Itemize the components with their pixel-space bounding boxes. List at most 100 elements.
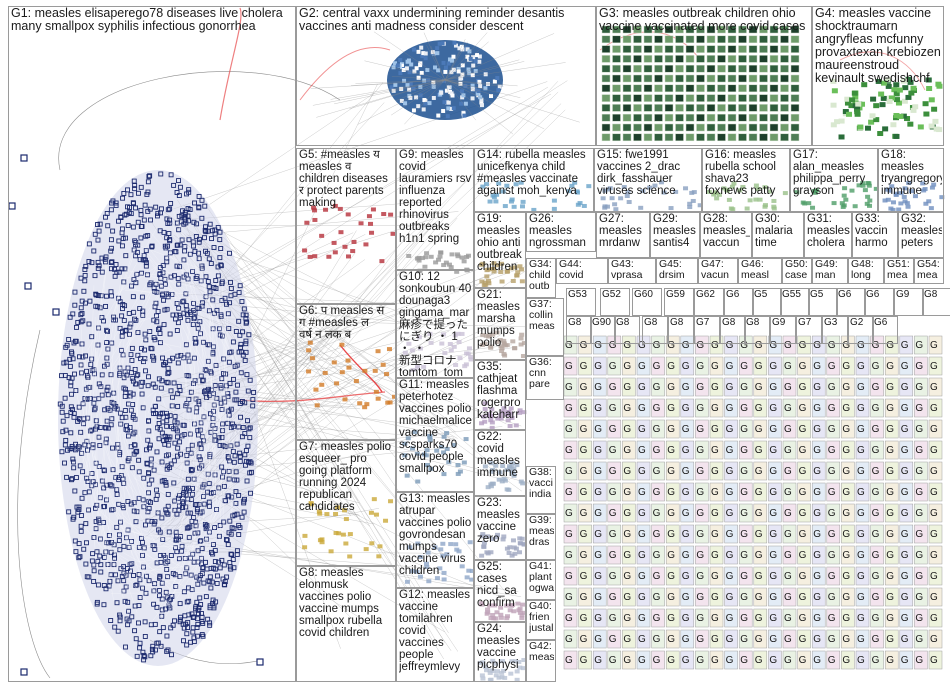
graph-node: [219, 406, 225, 412]
graph-node: [138, 184, 144, 190]
group-pane-g30: G30: malaria time: [752, 212, 804, 258]
micro-group-label: G: [842, 445, 850, 456]
micro-group-label: G: [653, 634, 661, 645]
micro-group-label: G: [872, 613, 880, 624]
group-pane-g33: G33: vaccin harmo: [852, 212, 898, 258]
micro-group-label: G: [842, 361, 850, 372]
micro-group-label: G: [799, 466, 807, 477]
micro-group-label: G: [696, 508, 704, 519]
group-label: G27: measles mrdanw: [599, 213, 642, 249]
group-pane-g44: G44: covid: [556, 258, 608, 284]
graph-node: [98, 384, 104, 390]
micro-group-label: G: [915, 340, 923, 351]
group-pane-g38: G38: vacci india: [526, 466, 556, 514]
graph-node: [78, 275, 84, 281]
micro-group-label: G: [813, 550, 821, 561]
micro-group-label: G: [594, 613, 602, 624]
micro-group-label: G: [930, 382, 938, 393]
micro-group-label: G: [594, 466, 602, 477]
graph-node: [203, 274, 209, 280]
highlight-edge: [299, 46, 391, 101]
micro-group-label: G: [828, 424, 836, 435]
micro-group-label: G: [784, 445, 792, 456]
group-pane-g42: G42: meas: [526, 640, 556, 682]
micro-group-label: G: [682, 634, 690, 645]
micro-group-label: G: [711, 403, 719, 414]
micro-group-label: G: [784, 529, 792, 540]
micro-group-label: G: [857, 382, 865, 393]
micro-group-label: G: [580, 571, 588, 582]
group-label: G50: case: [785, 259, 808, 281]
micro-group-label: G: [799, 571, 807, 582]
graph-node: [185, 525, 191, 531]
micro-group-label: G: [667, 361, 675, 372]
micro-group-label: G: [813, 403, 821, 414]
graph-node: [220, 421, 226, 427]
micro-group-label: G: [594, 571, 602, 582]
graph-node: [67, 363, 73, 369]
micro-group-label: G: [813, 613, 821, 624]
graph-node: [64, 413, 70, 419]
group-pane-g23: G23: measles vaccine zero: [474, 496, 526, 560]
micro-group-label: G: [799, 361, 807, 372]
micro-group-label: G: [667, 382, 675, 393]
graph-node: [101, 602, 107, 608]
micro-group-label: G: [594, 634, 602, 645]
group-pane-g12: G12: measles vaccine tomilahren covid va…: [396, 588, 474, 682]
graph-node: [217, 565, 223, 571]
graph-node: [164, 216, 170, 222]
micro-group-label: G: [872, 529, 880, 540]
graph-node: [146, 470, 152, 475]
group-label: G14: rubella measles unicefkenya child #…: [477, 149, 586, 197]
group-pane-g45: G45: drsim: [656, 258, 698, 284]
micro-group-label: G: [696, 571, 704, 582]
graph-node: [167, 413, 173, 419]
micro-group-label: G: [872, 634, 880, 645]
graph-edge: [207, 224, 511, 481]
micro-group-label: G: [755, 361, 763, 372]
micro-group-label: G: [872, 508, 880, 519]
graph-node: [64, 474, 70, 480]
micro-group-label: G: [638, 571, 646, 582]
micro-group-label: G: [915, 613, 923, 624]
group-label: G37: collin meas: [529, 299, 555, 332]
group-label: G34: child outb: [529, 259, 552, 292]
graph-node: [233, 469, 239, 475]
graph-node: [152, 621, 158, 627]
group-label: G7: measles polio esqueer_ pro going pla…: [299, 441, 392, 513]
graph-node: [244, 319, 250, 325]
micro-group-label: G: [828, 382, 836, 393]
micro-group-label: G: [726, 382, 734, 393]
group-label: G35: cathjeat flashma rogerpro kateharr: [477, 361, 521, 421]
micro-group-label: G: [682, 529, 690, 540]
micro-group-label: G: [842, 571, 850, 582]
micro-group-label: G: [901, 424, 909, 435]
graph-node: [217, 255, 223, 261]
graph-node: [165, 371, 171, 377]
small-group-label: G62: [696, 290, 715, 300]
group-label: G51: mea: [887, 259, 910, 281]
micro-group-label: G: [857, 655, 865, 666]
micro-group-label: G: [653, 613, 661, 624]
micro-group-label: G: [711, 382, 719, 393]
micro-group-label: G: [915, 361, 923, 372]
graph-node: [179, 499, 185, 505]
group-label: G6: प measles स ग #measles ल वर्ष न लक ब: [299, 305, 385, 341]
graph-node: [245, 418, 250, 424]
small-group-pane: G9: [894, 288, 924, 316]
group-pane-g8: G8: measles elonmusk vaccines polio vacc…: [296, 566, 396, 682]
micro-group-label: G: [609, 466, 617, 477]
micro-group-label: G: [726, 487, 734, 498]
small-group-label: G52: [602, 290, 621, 300]
graph-node: [231, 423, 237, 429]
graph-node: [159, 459, 165, 465]
small-group-label: G5: [754, 290, 768, 300]
graph-node: [220, 474, 226, 480]
graph-node: [149, 243, 155, 249]
graph-node: [99, 269, 105, 275]
graph-edge: [215, 214, 447, 287]
graph-node: [63, 437, 69, 443]
micro-group-label: G: [886, 508, 894, 519]
graph-node: [125, 499, 131, 504]
micro-group-label: G: [740, 634, 748, 645]
